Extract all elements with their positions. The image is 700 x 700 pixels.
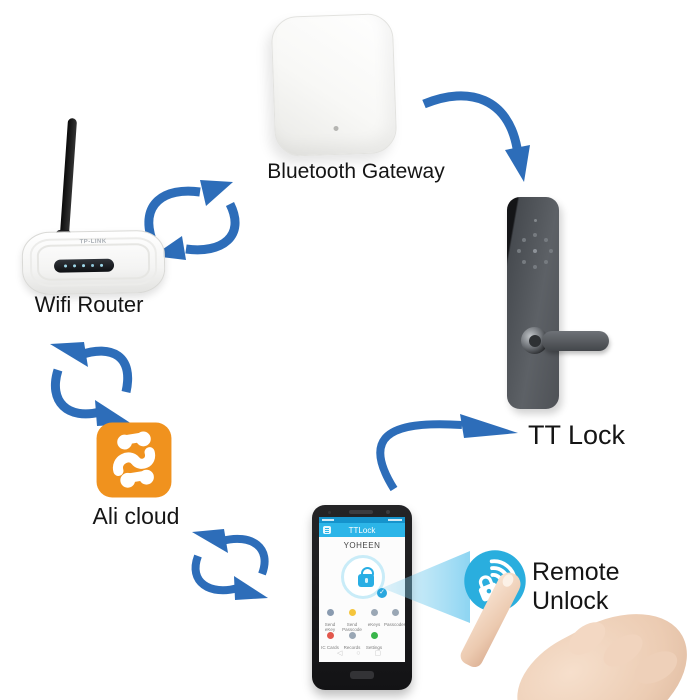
gateway-led-icon [333, 125, 339, 132]
bluetooth-gateway-label: Bluetooth Gateway [267, 160, 445, 183]
bluetooth-gateway-device [270, 12, 398, 158]
arrow-phone-to-lock [376, 420, 463, 492]
phone-sensor-icon [328, 511, 331, 514]
arrowhead-gateway-to-lock [505, 145, 530, 182]
app-menu-send-passcode[interactable]: Send Passcode [341, 603, 363, 632]
app-check-badge[interactable]: ✓ [377, 588, 387, 598]
arrow-cloud-to-phone [191, 554, 240, 595]
phone-nav-buttons[interactable]: ◁ ○ ▢ [336, 650, 388, 657]
router-front-panel [53, 258, 115, 273]
ali-cloud-icon [96, 422, 172, 498]
lock-indicator-dot [534, 219, 537, 222]
arrowhead-router-to-gateway [200, 180, 233, 206]
arrowhead-phone-to-cloud [192, 529, 228, 553]
app-menu-ekeys[interactable]: eKeys [363, 603, 385, 627]
wifi-router-label: Wifi Router [34, 292, 144, 317]
lock-knob [529, 335, 541, 347]
app-menu-ic-cards[interactable]: IC Cards [319, 626, 341, 650]
arrowhead-phone-to-lock [460, 414, 518, 438]
signal-beam [382, 551, 470, 623]
status-carrier-text [322, 519, 334, 521]
phone-speaker [349, 510, 373, 514]
app-status-bar [319, 517, 405, 523]
app-menu-passcodes[interactable]: Passcodes [384, 603, 405, 627]
arrowhead-router-to-cloud [50, 342, 88, 367]
tt-lock-label: TT Lock [528, 420, 626, 450]
tt-lock-device [507, 197, 559, 409]
arrow-gateway-to-router [185, 201, 240, 255]
arrow-cloud-to-router [50, 368, 102, 419]
remote-unlock-label: Remote Unlock [532, 558, 620, 615]
app-menu-send-ekey[interactable]: Send eKey [319, 603, 341, 632]
router-antenna [59, 117, 78, 241]
status-battery-text [388, 519, 402, 521]
ali-cloud-label: Ali cloud [92, 503, 180, 529]
app-padlock-icon [358, 567, 374, 589]
arrowhead-cloud-to-phone [234, 576, 268, 600]
arrow-phone-to-cloud [220, 534, 269, 576]
phone-home-button[interactable] [350, 671, 374, 679]
lock-handle [542, 331, 609, 351]
app-lock-name: YOHEEN [343, 541, 381, 550]
lock-keypad-dots [533, 249, 537, 253]
router-led-icons [64, 264, 68, 268]
app-menu-icon[interactable] [323, 526, 331, 534]
arrow-gateway-to-lock [422, 91, 522, 149]
app-title: TTLock [348, 526, 376, 535]
app-menu-records[interactable]: Records [341, 626, 363, 650]
app-menu-settings[interactable]: Settings [363, 626, 385, 650]
arrow-router-to-gateway [144, 186, 201, 242]
phone-camera-icon [386, 510, 390, 514]
smartphone-device: TTLock YOHEEN ✓ Send eKey Send Passcode … [312, 505, 412, 690]
app-header: TTLock [319, 523, 405, 537]
wifi-router-device: TP-LINK [21, 229, 166, 296]
arrow-router-to-cloud [78, 346, 133, 393]
